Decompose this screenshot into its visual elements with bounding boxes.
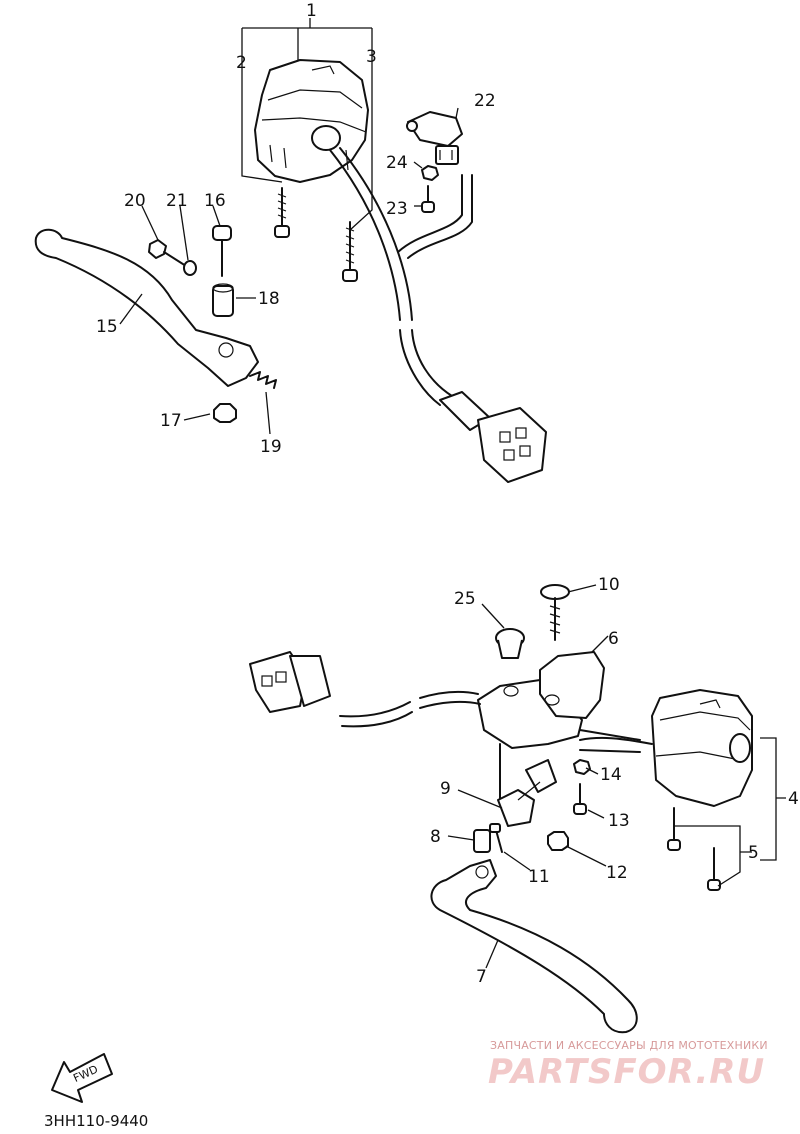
bolt-13 <box>573 783 587 815</box>
callout-20: 20 <box>124 191 146 211</box>
callout-4: 4 <box>788 789 799 809</box>
bolt-16 <box>212 225 232 277</box>
callout-21: 21 <box>166 191 188 211</box>
callout-15: 15 <box>96 317 118 337</box>
right-switch-housing <box>651 689 753 807</box>
watermark-tagline: ЗАПЧАСТИ И АКСЕССУАРЫ ДЛЯ МОТОТЕХНИКИ <box>490 1039 768 1052</box>
reservoir-cap-25 <box>495 628 525 659</box>
callout-9: 9 <box>440 779 451 799</box>
clutch-switch-nut-24 <box>421 165 439 181</box>
switch-screw-11 <box>489 823 503 853</box>
clutch-switch-screw-23 <box>421 185 435 213</box>
brake-lever <box>430 859 638 1034</box>
callout-2: 2 <box>236 53 247 73</box>
callout-11: 11 <box>528 867 550 887</box>
clutch-lever <box>34 228 259 387</box>
callout-13: 13 <box>608 811 630 831</box>
leaders-top <box>119 18 459 435</box>
callout-10: 10 <box>598 575 620 595</box>
left-switch-connector <box>439 391 547 483</box>
right-switch-connector <box>249 651 331 713</box>
handlebar-outline <box>499 729 641 801</box>
callout-12: 12 <box>606 863 628 883</box>
left-switch-wiring <box>329 147 473 406</box>
brake-lever-holder <box>477 651 605 749</box>
housing-screw-3 <box>342 221 358 282</box>
leaders-bottom <box>447 584 786 969</box>
left-switch-housing <box>254 59 369 183</box>
clutch-switch <box>406 111 463 165</box>
callout-6: 6 <box>608 629 619 649</box>
callout-19: 19 <box>260 437 282 457</box>
callout-7: 7 <box>476 967 487 987</box>
callout-labels: 1 2 3 4 5 6 7 8 9 10 11 12 13 14 15 16 1… <box>96 1 799 987</box>
callout-24: 24 <box>386 153 408 173</box>
callout-17: 17 <box>160 411 182 431</box>
collar-8 <box>473 829 491 853</box>
callout-8: 8 <box>430 827 441 847</box>
watermark-logo: PARTSFOR.RU <box>488 1052 766 1092</box>
cap-17 <box>213 403 237 423</box>
callout-16: 16 <box>204 191 226 211</box>
diagram-part-code: 3HH110-9440 <box>44 1112 149 1130</box>
fwd-direction-arrow: FWD <box>51 1053 113 1103</box>
nut-14 <box>573 759 591 775</box>
callout-25: 25 <box>454 589 476 609</box>
holder-screw-10 <box>540 584 570 641</box>
spring-19 <box>249 371 277 389</box>
callout-3: 3 <box>366 47 377 67</box>
front-brake-switch <box>497 759 557 827</box>
pivot-bolt-20 <box>148 239 187 267</box>
callout-14: 14 <box>600 765 622 785</box>
callout-18: 18 <box>258 289 280 309</box>
collar-18 <box>212 283 234 317</box>
housing-screw-5a <box>667 807 681 851</box>
right-switch-wiring <box>339 690 653 745</box>
nut-12 <box>547 831 569 851</box>
housing-screw-5b <box>707 847 721 891</box>
callout-1: 1 <box>306 1 317 21</box>
washer-21 <box>183 260 197 276</box>
housing-screw-2 <box>274 187 290 238</box>
callout-22: 22 <box>474 91 496 111</box>
callout-5: 5 <box>748 843 759 863</box>
callout-23: 23 <box>386 199 408 219</box>
